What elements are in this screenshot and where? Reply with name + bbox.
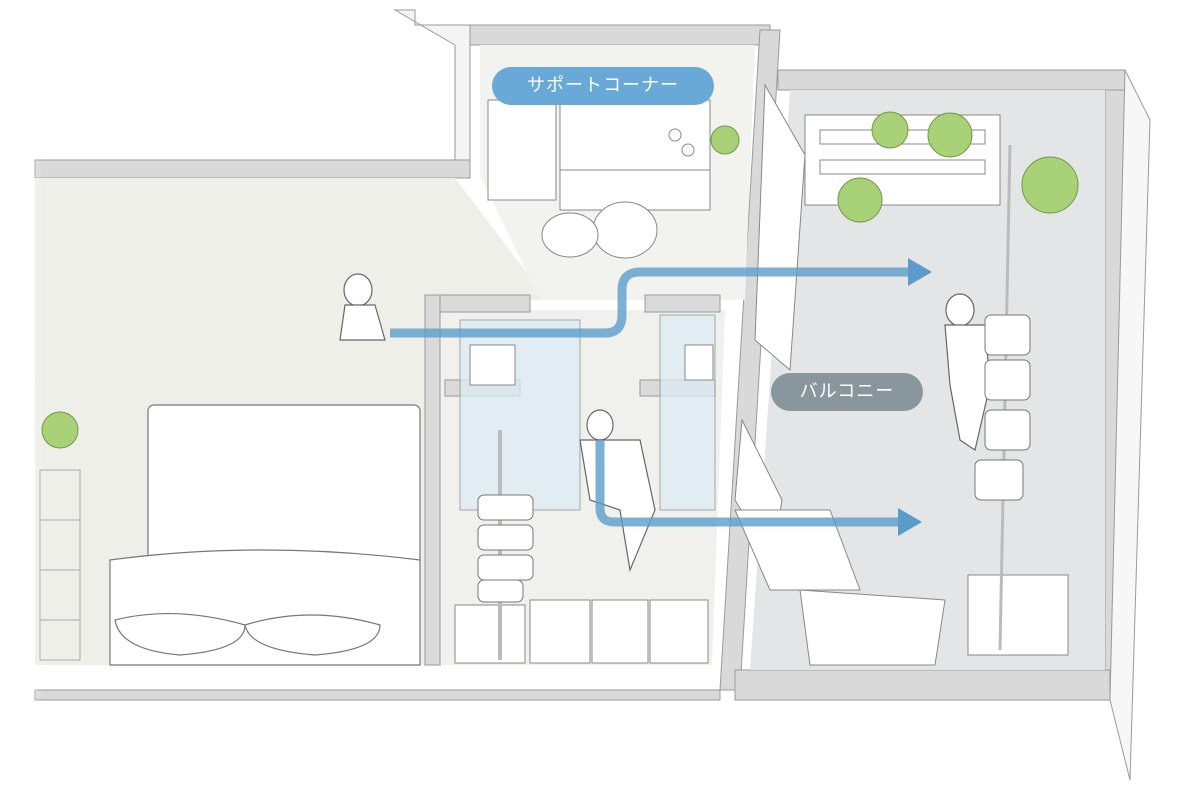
- balcony-furniture: [734, 83, 1069, 666]
- support-corner-label: サポートコーナー: [492, 67, 714, 105]
- flow-arrow-to-balcony-upper: [390, 258, 932, 338]
- exterior-walls: [34, 9, 1151, 781]
- hanging-laundry: [477, 314, 1031, 603]
- flow-arrow-to-balcony-lower: [595, 440, 922, 536]
- closet: [454, 314, 716, 664]
- balcony-label: バルコニー: [771, 373, 923, 411]
- support-corner-furniture: [487, 99, 711, 259]
